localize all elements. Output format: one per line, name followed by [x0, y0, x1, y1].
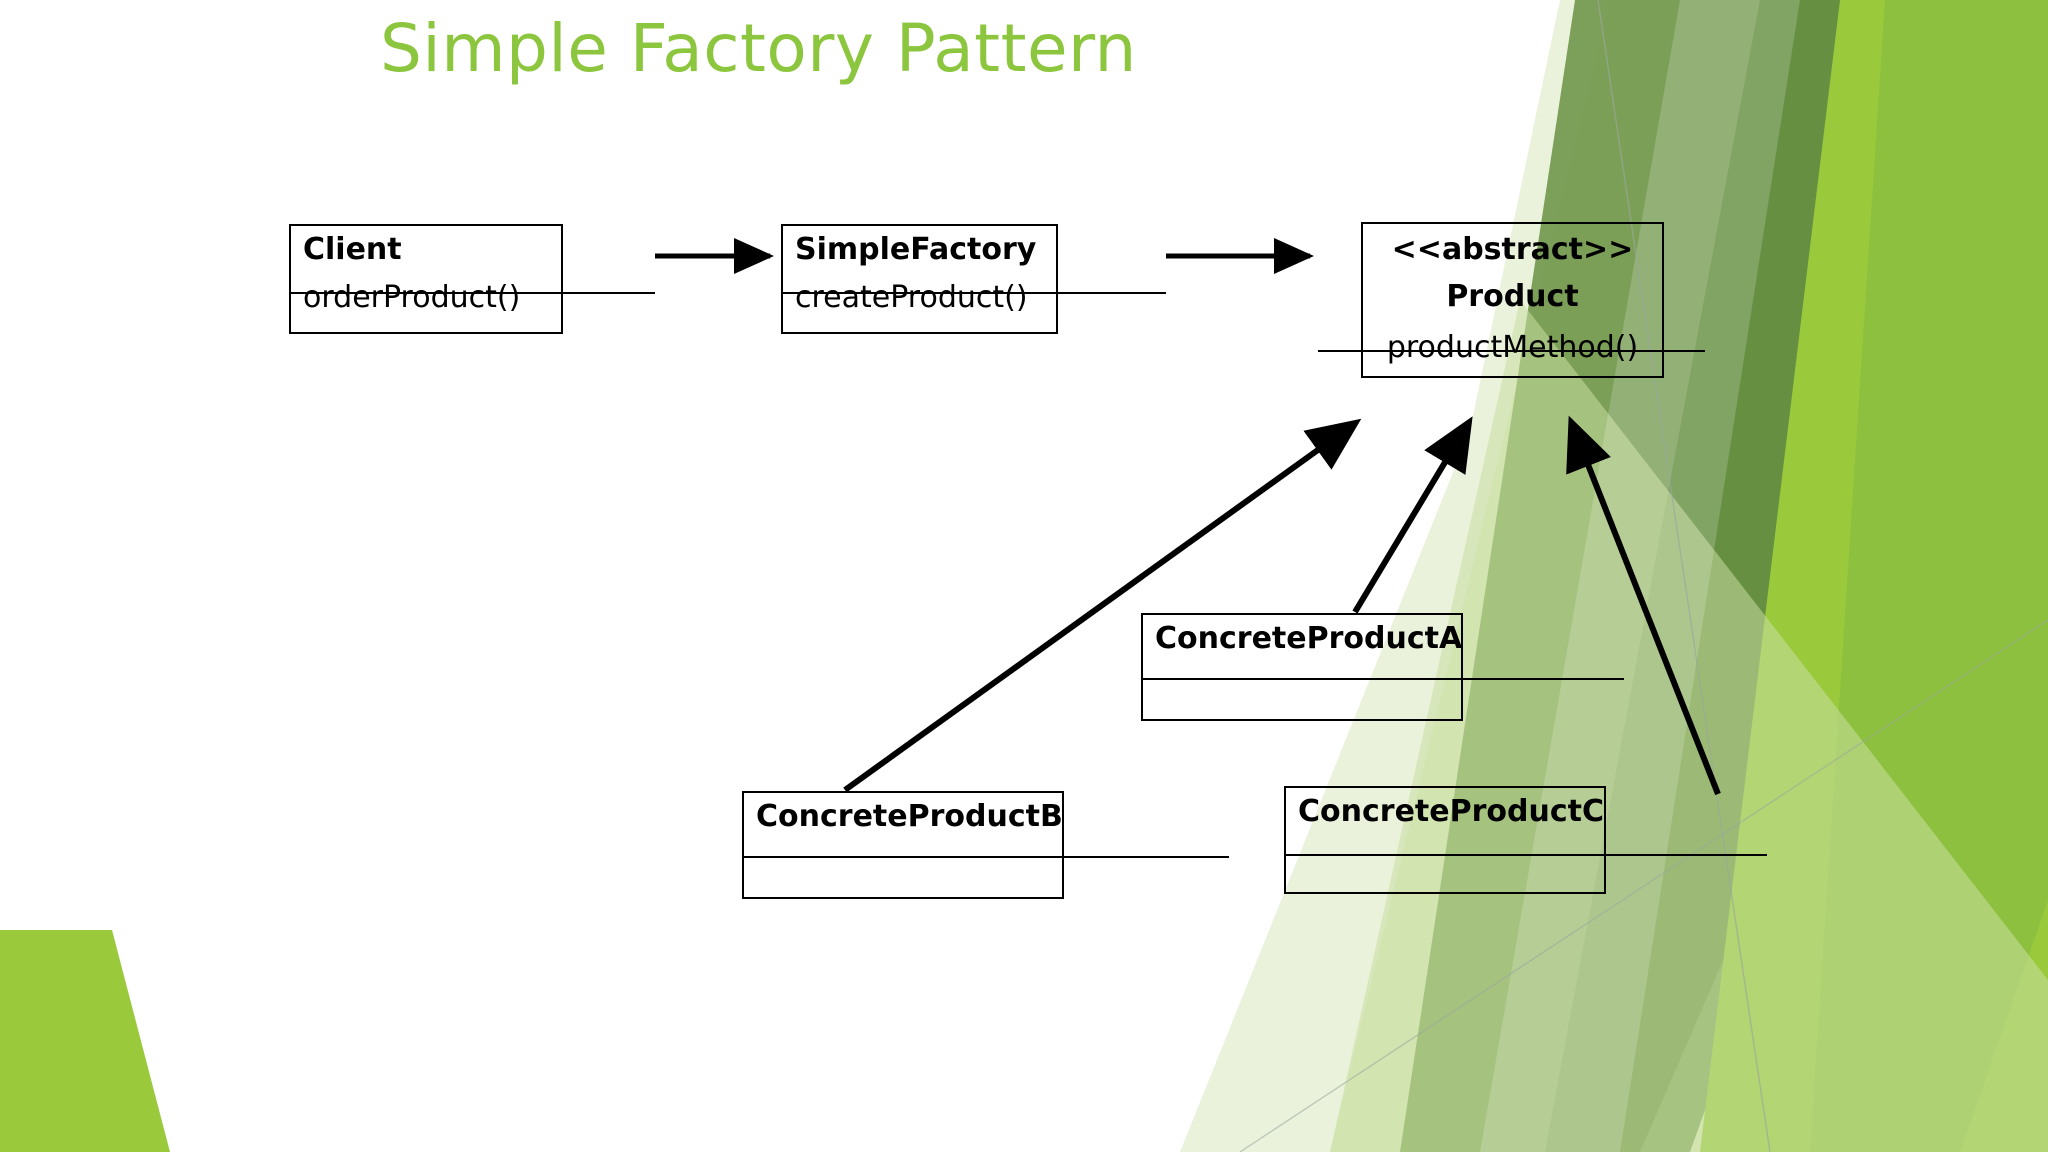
uml-class-product-name: Product	[1446, 279, 1579, 314]
uml-class-concreteproductc-divider	[1284, 854, 1767, 856]
decor-shape-pale-wedge	[1330, 0, 2048, 1152]
uml-class-concreteproductc-name: ConcreteProductC	[1298, 794, 1604, 829]
uml-class-product-stereotype: <<abstract>>	[1391, 232, 1634, 267]
uml-class-product[interactable]	[1361, 222, 1664, 378]
uml-class-client-member: orderProduct()	[303, 280, 521, 315]
uml-class-product-member: productMethod()	[1386, 330, 1639, 365]
relation-concreteproductb-to-product	[843, 418, 1362, 793]
decor-shape-olive	[1400, 0, 1870, 1152]
decor-shape-bottom-left-wedge	[0, 930, 170, 1152]
relation-concreteproducta-to-product	[1352, 416, 1473, 614]
decor-shape-dark-green	[1545, 0, 1935, 1152]
page-title: Simple Factory Pattern	[380, 10, 1137, 87]
decor-shape-bright-green-band	[1700, 0, 2048, 1152]
uml-class-product-divider	[1318, 350, 1705, 352]
uml-class-simplefactory[interactable]	[781, 224, 1058, 334]
uml-class-client[interactable]	[289, 224, 563, 334]
decor-shape-pale-wash	[1180, 0, 2048, 1152]
decor-hairline-1	[1597, 0, 1771, 1152]
uml-class-simplefactory-name: SimpleFactory	[795, 232, 1037, 267]
uml-class-concreteproducta-divider	[1141, 678, 1624, 680]
uml-class-client-name: Client	[303, 232, 402, 267]
decor-shape-light-sweep	[1330, 300, 2048, 1152]
decor-shape-mid-green-sliver	[1810, 0, 2048, 1152]
relation-concreteproductc-to-product	[1566, 415, 1721, 796]
uml-class-concreteproductb-name: ConcreteProductB	[756, 799, 1063, 834]
uml-class-simplefactory-member: createProduct()	[795, 280, 1028, 315]
uml-class-client-divider	[289, 292, 655, 294]
uml-class-concreteproductb-divider	[742, 856, 1229, 858]
uml-class-simplefactory-divider	[781, 292, 1166, 294]
uml-class-concreteproducta-name: ConcreteProductA	[1155, 621, 1463, 656]
uml-class-concreteproductc[interactable]	[1284, 786, 1606, 894]
decor-shape-soft-overlay	[1480, 0, 1800, 1152]
